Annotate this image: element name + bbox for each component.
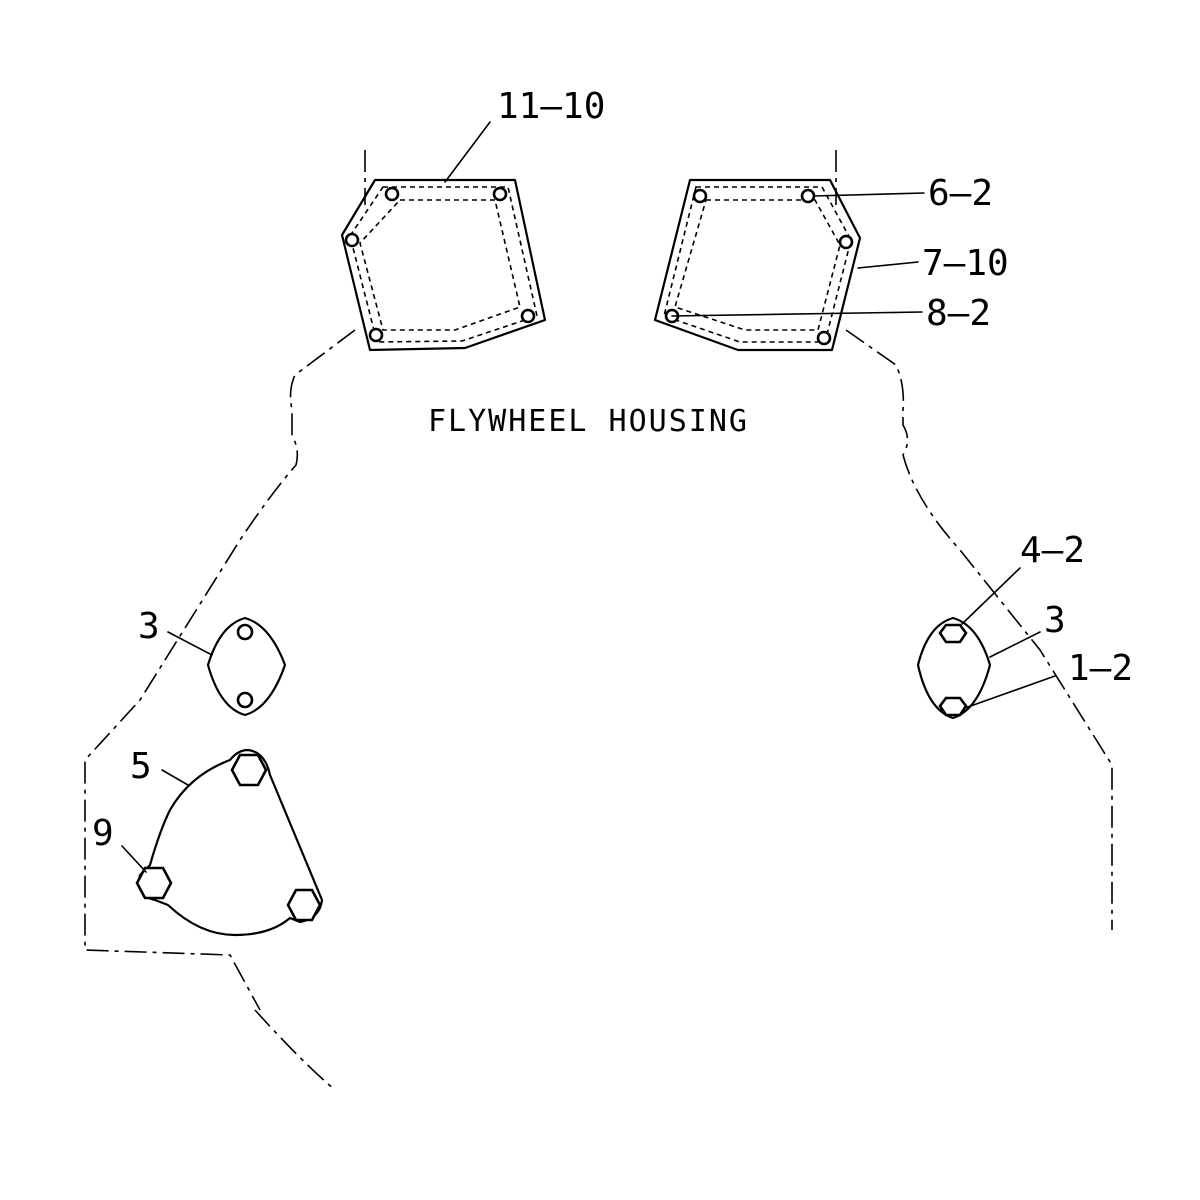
bolt-hole (368, 327, 384, 343)
hex-bolt-head (135, 866, 173, 900)
hex-bolt-head (938, 623, 968, 644)
callout-11-10: 11–10 (497, 86, 605, 127)
bolt-hole (236, 691, 254, 709)
callout-3-left: 3 (138, 606, 160, 647)
bolt-hole (838, 234, 854, 250)
bolt-hole (520, 308, 536, 324)
bolt-hole (344, 232, 360, 248)
callout-6-2: 6–2 (928, 173, 993, 214)
callout-3-right: 3 (1044, 600, 1066, 641)
hex-bolt-head (938, 696, 968, 717)
bolt-hole (236, 623, 254, 641)
left-cover-plate (340, 178, 547, 352)
callout-7-10: 7–10 (922, 243, 1009, 284)
right-cover-plate (653, 178, 862, 352)
three-bolt-cover (135, 748, 324, 937)
bolt-hole (384, 186, 400, 202)
callout-9: 9 (92, 813, 114, 854)
right-oval-cover (916, 616, 992, 720)
leader-lines (121, 121, 1056, 873)
bolt-hole (692, 188, 708, 204)
callout-5: 5 (130, 746, 152, 787)
hex-bolt-head (286, 888, 322, 922)
callout-1-2: 1–2 (1068, 648, 1133, 689)
hex-bolt-head (230, 753, 268, 787)
bolt-hole (800, 188, 816, 204)
callout-8-2: 8–2 (926, 293, 991, 334)
callout-4-2: 4–2 (1020, 530, 1085, 571)
bolt-hole (816, 330, 832, 346)
diagram-title: FLYWHEEL HOUSING (428, 404, 749, 439)
bolt-hole (492, 186, 508, 202)
left-oval-cover (206, 616, 287, 717)
